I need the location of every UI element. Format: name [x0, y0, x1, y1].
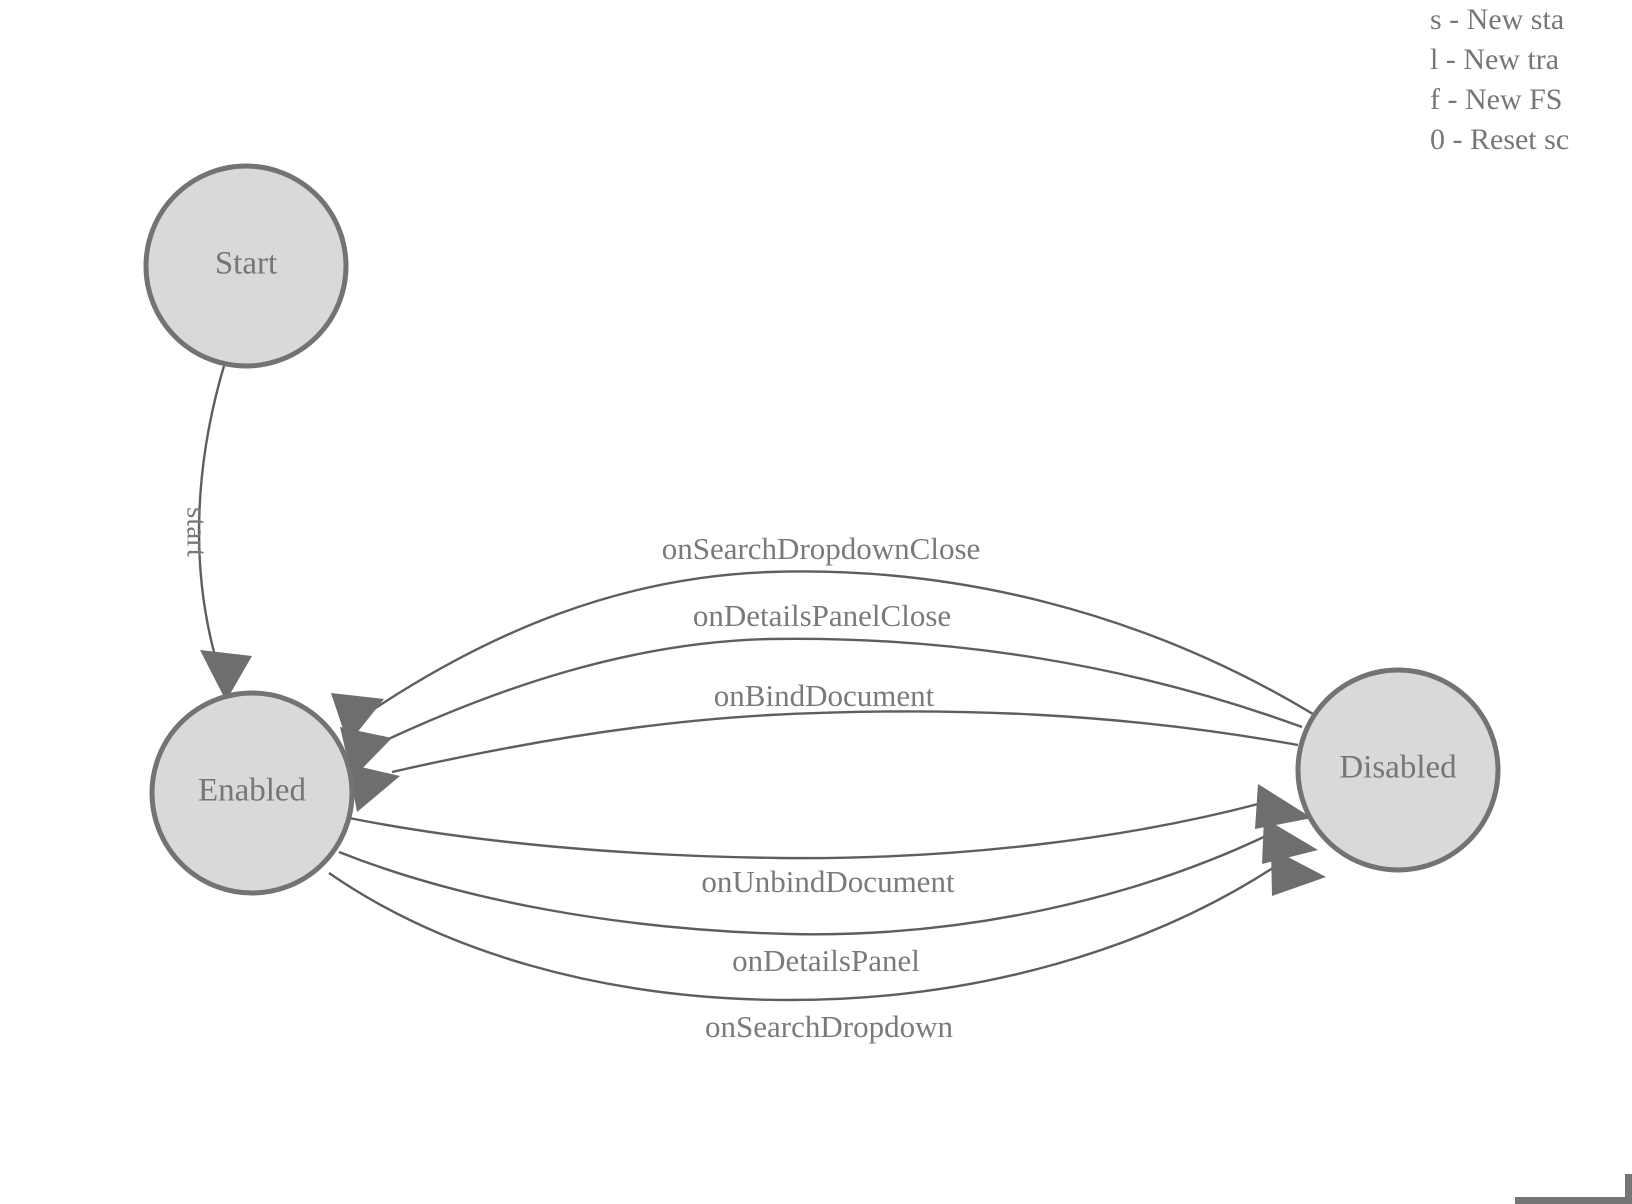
- edge-disabled-to-enabled-details-panel-close[interactable]: onDetailsPanelClose: [340, 598, 1303, 779]
- arrowhead-disabled-2: [1262, 818, 1318, 864]
- arrowhead-disabled-3: [1271, 848, 1326, 896]
- edge-label-on-search-dropdown: onSearchDropdown: [705, 1009, 953, 1044]
- edge-enabled-to-disabled-unbind-document[interactable]: onUnbindDocument: [348, 784, 1312, 899]
- legend-line-new-transition: l - New tra: [1430, 43, 1560, 76]
- arrowhead-start-to-enabled: [200, 650, 252, 701]
- edge-label-on-unbind-document: onUnbindDocument: [701, 864, 955, 899]
- edge-start-to-enabled[interactable]: start: [180, 365, 252, 701]
- edge-path-start: [197, 365, 226, 653]
- vertical-scrollbar-thumb[interactable]: [1625, 1174, 1632, 1204]
- edge-enabled-to-disabled-details-panel[interactable]: onDetailsPanel: [338, 818, 1318, 978]
- legend-line-new-state: s - New sta: [1430, 3, 1565, 36]
- edge-path-on-bind-document: [391, 710, 1299, 774]
- edge-path-on-search-dropdown-close: [370, 570, 1314, 716]
- edge-disabled-to-enabled-search-dropdown-close[interactable]: onSearchDropdownClose: [331, 531, 1314, 744]
- state-node-start-label: Start: [215, 246, 277, 282]
- edge-label-start: start: [180, 507, 212, 557]
- keyboard-shortcut-legend: s - New sta l - New tra f - New FS 0 - R…: [1430, 0, 1632, 160]
- state-node-disabled[interactable]: Disabled: [1295, 667, 1501, 873]
- arrowhead-disabled-1: [1255, 784, 1312, 829]
- state-node-disabled-label: Disabled: [1339, 750, 1457, 786]
- edge-label-on-details-panel-close: onDetailsPanelClose: [693, 598, 951, 633]
- state-node-enabled-circle: [149, 690, 355, 896]
- state-node-enabled[interactable]: Enabled: [149, 690, 355, 896]
- horizontal-scrollbar-thumb[interactable]: [1515, 1197, 1625, 1204]
- legend-line-reset-scale: 0 - Reset sc: [1430, 123, 1570, 156]
- edge-disabled-to-enabled-bind-document[interactable]: onBindDocument: [348, 678, 1299, 812]
- state-node-disabled-circle: [1295, 667, 1501, 873]
- edge-path-on-details-panel-close: [381, 637, 1303, 744]
- state-node-start-circle: [143, 163, 349, 369]
- edge-label-on-bind-document: onBindDocument: [714, 678, 935, 713]
- state-node-enabled-label: Enabled: [198, 773, 307, 809]
- edge-path-on-unbind-document: [348, 801, 1263, 860]
- edge-label-on-search-dropdown-close: onSearchDropdownClose: [662, 531, 981, 566]
- legend-line-new-fsm: f - New FS: [1430, 83, 1563, 116]
- edge-label-on-details-panel: onDetailsPanel: [732, 943, 920, 978]
- edge-enabled-to-disabled-search-dropdown[interactable]: onSearchDropdown: [328, 848, 1326, 1044]
- state-node-start[interactable]: Start: [143, 163, 349, 369]
- arrowhead-enabled-3: [348, 764, 400, 812]
- edge-path-on-details-panel: [338, 833, 1269, 936]
- edge-path-on-search-dropdown: [328, 864, 1277, 1002]
